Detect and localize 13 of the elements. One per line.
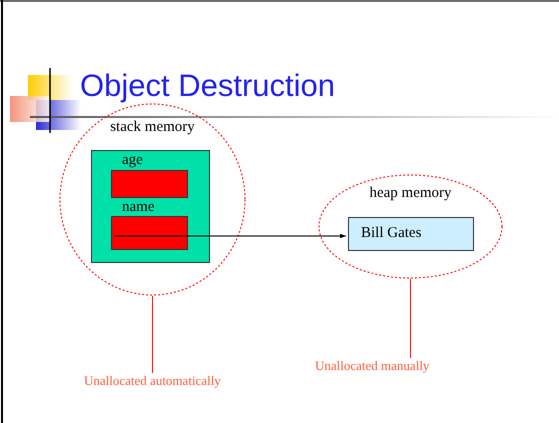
title: Object Destruction [80,68,335,104]
object-box [91,150,210,263]
note-text: Unallocated automatically [84,373,221,389]
region-label: heap memory [368,185,453,202]
field-label: age [122,152,143,169]
field-label: name [122,199,154,216]
leader-line [152,296,153,374]
object-box [348,217,474,251]
region-label: stack memory [109,119,196,136]
note-text: Unallocated manually [315,358,430,374]
leader-line [410,278,411,358]
arrow [114,234,346,238]
value-text: Bill Gates [361,225,422,242]
